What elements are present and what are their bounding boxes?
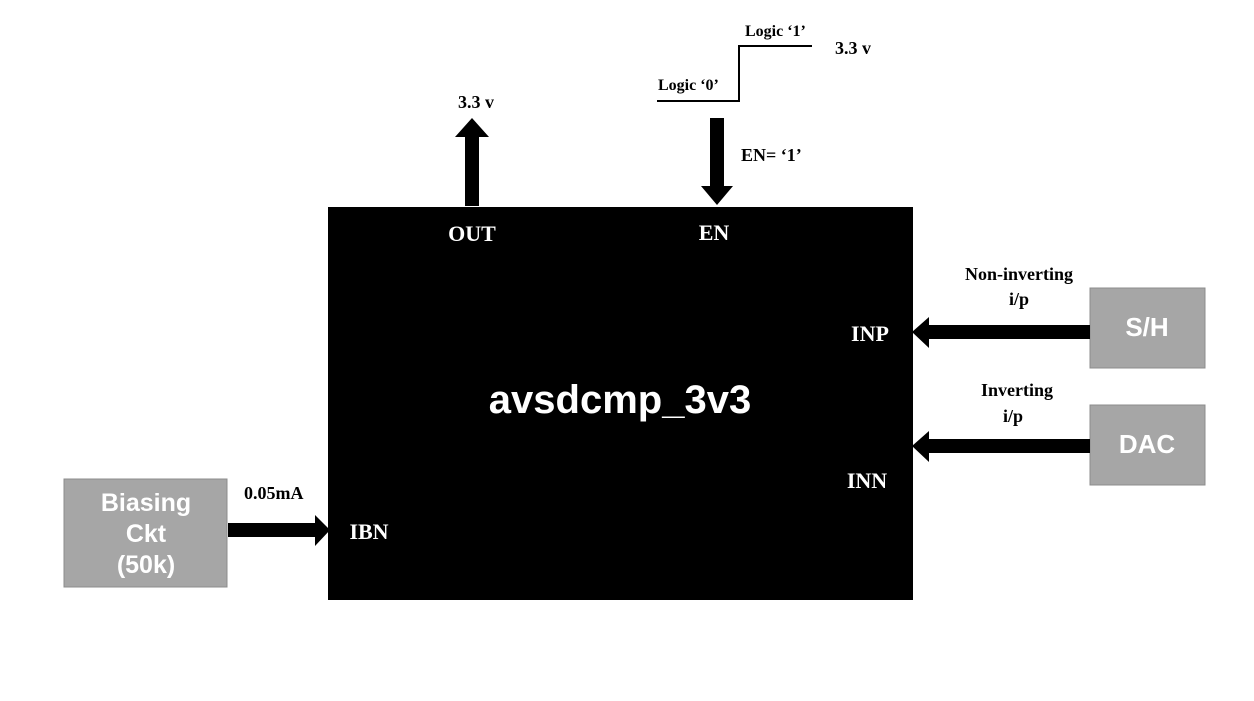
non-inverting-label-line2: i/p [1009, 289, 1029, 309]
dac-block-label: DAC [1119, 429, 1176, 459]
en-arrow [701, 118, 733, 205]
dac-block [1089, 404, 1206, 486]
logic-1-label: Logic ‘1’ [745, 23, 806, 40]
sh-block-label: S/H [1125, 312, 1168, 342]
inp-arrow [912, 317, 1090, 348]
en-value-label: EN= ‘1’ [741, 145, 802, 165]
out-voltage-label: 3.3 v [458, 92, 494, 112]
pin-label-en: EN [699, 220, 730, 245]
inn-arrow [912, 431, 1090, 462]
biasing-block-line1: Biasing [101, 489, 191, 517]
comparator-block [328, 207, 913, 600]
pin-label-out: OUT [448, 221, 496, 246]
pin-label-inp: INP [851, 321, 889, 346]
comparator-title: avsdcmp_3v3 [489, 378, 751, 422]
logic-step-waveform [657, 45, 812, 102]
bias-current-label: 0.05mA [244, 483, 304, 503]
inverting-label-line1: Inverting [981, 380, 1053, 400]
logic-high-voltage-label: 3.3 v [835, 38, 871, 58]
biasing-block [63, 478, 228, 588]
biasing-block-line2: Ckt [126, 520, 167, 548]
biasing-block-line3: (50k) [117, 551, 175, 579]
inverting-label-line2: i/p [1003, 406, 1023, 426]
pin-label-ibn: IBN [349, 519, 388, 544]
logic-0-label: Logic ‘0’ [658, 77, 719, 94]
pin-label-inn: INN [847, 468, 887, 493]
non-inverting-label-line1: Non-inverting [965, 264, 1073, 284]
ibn-arrow [228, 515, 330, 546]
out-arrow [455, 118, 489, 206]
sh-block [1089, 287, 1206, 369]
